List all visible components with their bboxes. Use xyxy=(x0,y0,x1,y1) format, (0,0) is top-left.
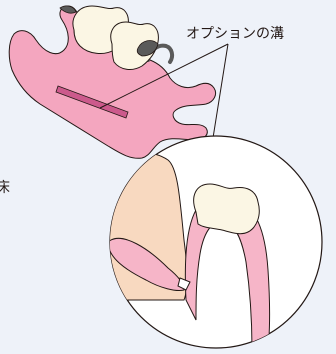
tooth-cross-section-icon xyxy=(96,136,322,350)
left-edge-label: 床 xyxy=(0,180,10,196)
natural-tooth-crown xyxy=(194,184,260,234)
partial-denture-icon xyxy=(9,6,215,158)
groove-label: オプションの溝 xyxy=(186,26,284,42)
